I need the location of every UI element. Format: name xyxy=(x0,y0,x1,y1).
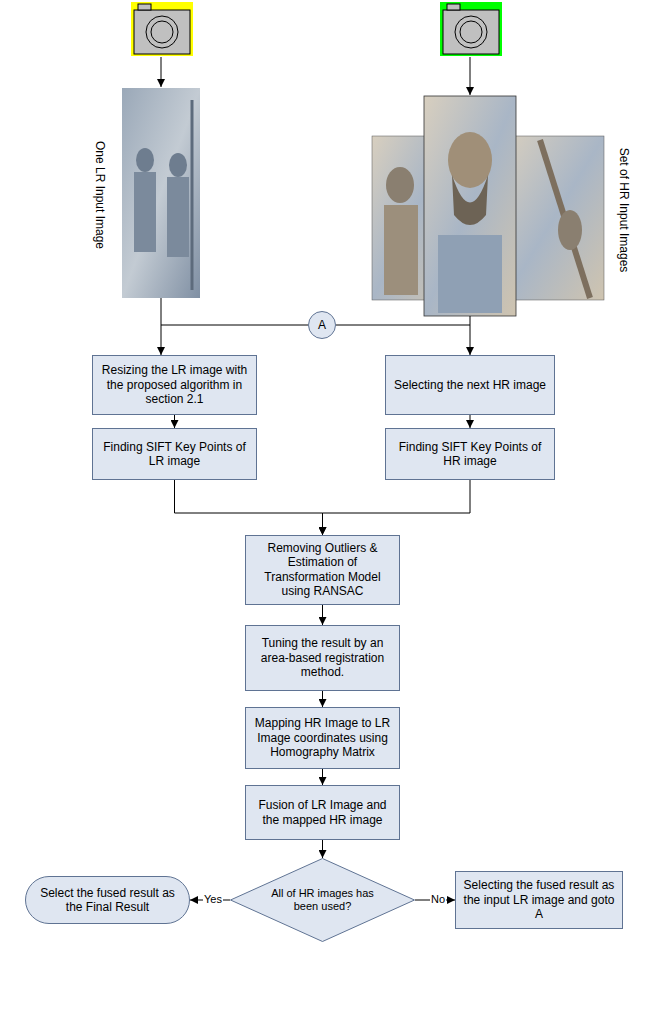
flow-line xyxy=(470,316,471,325)
camera-lens xyxy=(455,16,487,48)
flow-arrow xyxy=(323,480,471,535)
relief-head xyxy=(136,148,154,172)
node-text: Tuning the result by an area-based regis… xyxy=(253,636,392,679)
node-text: Resizing the LR image with the proposed … xyxy=(100,363,249,406)
flow-line xyxy=(161,298,162,325)
process-box: Fusion of LR Image and the mapped HR ima… xyxy=(245,785,400,840)
relief-body xyxy=(438,235,502,313)
flow-arrow xyxy=(175,480,323,535)
camera-lens xyxy=(146,16,178,48)
relief-body xyxy=(384,205,418,295)
flow-arrow xyxy=(470,415,471,428)
relief-beard xyxy=(452,175,488,225)
node-text: Fusion of LR Image and the mapped HR ima… xyxy=(253,798,392,827)
node-text: Selecting the next HR image xyxy=(394,378,546,392)
process-box: Mapping HR Image to LR Image coordinates… xyxy=(245,707,400,769)
flow-arrow xyxy=(322,605,323,625)
relief-hand xyxy=(558,210,582,250)
camera-lens xyxy=(460,21,482,43)
camera-icon xyxy=(440,2,502,56)
photo-ground xyxy=(504,136,604,300)
flow-line xyxy=(161,57,162,87)
process-box: Removing Outliers & Estimation of Transf… xyxy=(245,535,400,605)
relief-head xyxy=(448,132,492,188)
process-box: Resizing the LR image with the proposed … xyxy=(92,355,257,415)
process-box: Finding SIFT Key Points of HR image xyxy=(385,428,555,480)
connector-circle: A xyxy=(308,311,336,339)
image-caption: One LR Input Image xyxy=(93,141,107,249)
photo-ground xyxy=(122,88,200,298)
flow-arrow xyxy=(336,325,470,355)
camera-viewfinder xyxy=(138,4,151,10)
decision-diamond: All of HR images has been used? xyxy=(230,858,415,942)
flow-arrow xyxy=(161,325,308,355)
terminal-oval: Select the fused result as the Final Res… xyxy=(25,876,190,924)
edge-label: Yes xyxy=(203,893,223,906)
relief-head xyxy=(386,167,414,203)
camera-backdrop xyxy=(131,2,193,56)
hr-photo xyxy=(504,136,604,300)
node-text: Removing Outliers & Estimation of Transf… xyxy=(253,541,392,599)
camera-viewfinder xyxy=(447,4,460,10)
flow-arrow xyxy=(322,691,323,707)
node-text: All of HR images has been used? xyxy=(267,887,378,913)
node-text: Mapping HR Image to LR Image coordinates… xyxy=(253,716,392,759)
process-box: Finding SIFT Key Points of LR image xyxy=(92,428,257,480)
camera-backdrop xyxy=(440,2,502,56)
process-box: Selecting the fused result as the input … xyxy=(455,871,623,929)
lr-photo xyxy=(122,88,200,298)
diamond-shape xyxy=(231,859,415,942)
node-text: A xyxy=(318,318,326,332)
relief-spear xyxy=(191,100,194,290)
process-box: Tuning the result by an area-based regis… xyxy=(245,625,400,691)
relief-head xyxy=(169,153,187,177)
flow-arrow xyxy=(322,769,323,785)
relief-body xyxy=(134,172,156,252)
camera-icon xyxy=(131,2,193,56)
node-text: Select the fused result as the Final Res… xyxy=(36,886,179,915)
photo-ground xyxy=(424,96,516,316)
hr-photo xyxy=(424,96,516,316)
node-text: Finding SIFT Key Points of HR image xyxy=(393,440,547,469)
camera-body xyxy=(443,10,499,54)
process-box: Selecting the next HR image xyxy=(385,355,555,415)
flow-arrow xyxy=(322,840,323,858)
edge-label: No xyxy=(430,893,446,906)
node-text: Finding SIFT Key Points of LR image xyxy=(100,440,249,469)
camera-body xyxy=(134,10,190,54)
flow-arrow xyxy=(174,415,175,428)
relief-spear xyxy=(540,140,590,298)
camera-lens xyxy=(151,21,173,43)
flow-line xyxy=(470,57,471,95)
relief-body xyxy=(167,177,189,257)
node-text: Selecting the fused result as the input … xyxy=(463,878,615,921)
image-caption: Set of HR Input Images xyxy=(617,148,631,273)
